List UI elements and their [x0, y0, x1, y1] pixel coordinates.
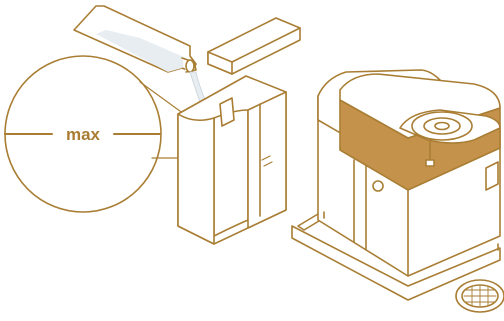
tank-inner-wall — [214, 110, 248, 236]
water-tank — [178, 76, 286, 244]
max-label: max — [66, 125, 101, 144]
tank-front-left — [178, 114, 214, 244]
power-button — [373, 181, 383, 191]
tank-filter — [220, 98, 234, 126]
tank-front-right — [248, 92, 286, 228]
bottle-cap — [186, 60, 194, 72]
brew-lever-tip — [426, 160, 434, 166]
brew-ring-inner — [424, 118, 460, 134]
coffee-machine — [292, 70, 504, 312]
tank-lid — [208, 18, 300, 74]
max-level-callout: max — [5, 56, 161, 212]
